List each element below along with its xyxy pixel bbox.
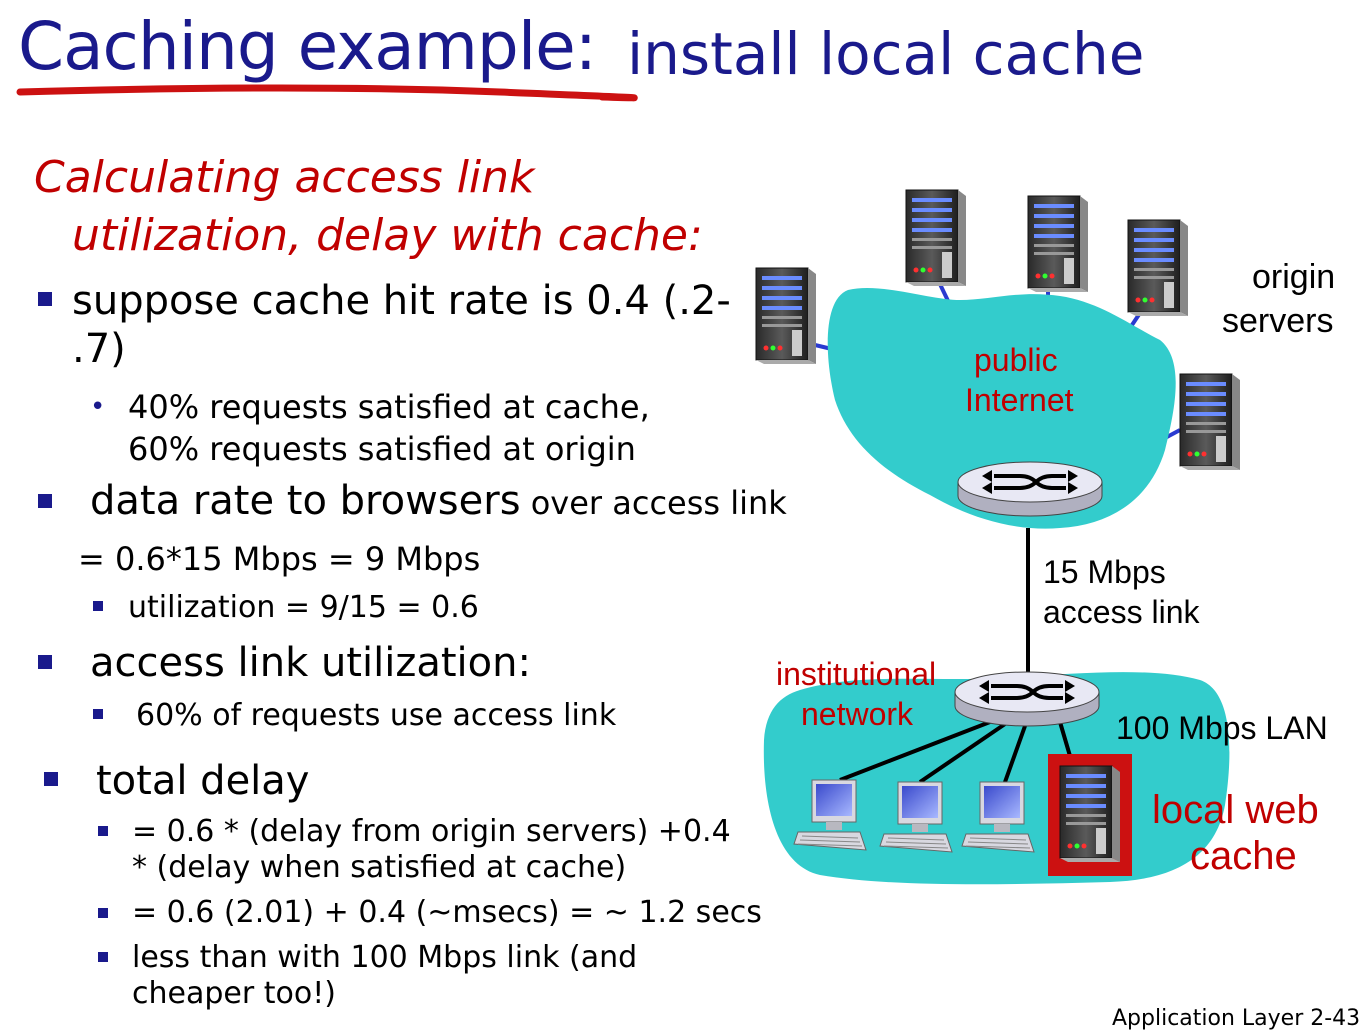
origin-label-line1: origin xyxy=(1252,258,1336,296)
public-internet-cloud xyxy=(827,287,1176,529)
bullet-total-delay: total delay xyxy=(96,758,310,804)
bullet-dot: • xyxy=(90,392,106,422)
internet-router-icon xyxy=(956,460,1104,518)
bullet-square xyxy=(98,952,108,962)
bullet-square xyxy=(93,601,103,611)
bullet-square xyxy=(38,292,52,306)
sub-bullet-cache-line1: 40% requests satisfied at cache, xyxy=(128,388,650,426)
sub-bullet-delay-value: = 0.6 (2.01) + 0.4 (~msecs) = ~ 1.2 secs xyxy=(132,895,762,930)
cache-server-icon xyxy=(1059,765,1121,863)
bullet-square xyxy=(44,772,58,786)
section-heading-line1: Calculating access link xyxy=(34,152,535,203)
origin-server-icon xyxy=(755,267,817,365)
origin-label-line2: servers xyxy=(1222,302,1334,340)
lan-label: 100 Mbps LAN xyxy=(1116,710,1328,746)
access-link-label-line2: access link xyxy=(1043,594,1200,630)
sub-bullet-delay-formula-line2: * (delay when satisfied at cache) xyxy=(132,850,627,885)
sub-bullet-access-link: 60% of requests use access link xyxy=(136,698,617,733)
bullet-square xyxy=(38,655,52,669)
lan-links xyxy=(839,720,1072,784)
bullet-access-link-utilization: access link utilization: xyxy=(90,640,531,686)
sub-bullet-comparison-line2: cheaper too!) xyxy=(132,976,336,1011)
origin-server-icon xyxy=(1027,195,1089,293)
data-rate-equation: = 0.6*15 Mbps = 9 Mbps xyxy=(78,540,481,578)
title-underline xyxy=(16,84,638,102)
local-cache-label-line2: cache xyxy=(1190,834,1297,878)
institutional-label-line2: network xyxy=(801,696,914,732)
footer-slide-label: Application Layer 2-43 xyxy=(1112,1006,1361,1031)
public-internet-label-line1: public xyxy=(974,342,1058,378)
bullet-square xyxy=(38,494,52,508)
sub-bullet-delay-formula-line1: = 0.6 * (delay from origin servers) +0.4 xyxy=(132,814,731,849)
local-cache-label-line1: local web xyxy=(1152,788,1319,832)
origin-server-icon xyxy=(905,189,967,287)
slide-subtitle: install local cache xyxy=(627,20,1145,88)
access-link-label-line1: 15 Mbps xyxy=(1043,554,1166,590)
bullet-square xyxy=(93,709,103,719)
sub-bullet-cache-line2: 60% requests satisfied at origin xyxy=(128,430,636,468)
sub-bullet-comparison-line1: less than with 100 Mbps link (and xyxy=(132,940,638,975)
section-heading-line2: utilization, delay with cache: xyxy=(72,210,703,261)
public-internet-label-line2: Internet xyxy=(965,382,1074,418)
sub-bullet-utilization: utilization = 9/15 = 0.6 xyxy=(128,590,479,625)
bullet-hit-rate-line1: suppose cache hit rate is 0.4 (.2- xyxy=(72,278,731,324)
bullet-hit-rate-line2: .7) xyxy=(72,326,126,372)
bullet-square xyxy=(98,908,108,918)
slide-title: Caching example: xyxy=(18,8,597,85)
institutional-label-line1: institutional xyxy=(776,656,937,692)
origin-server-icon xyxy=(1127,219,1189,317)
lan-router-icon xyxy=(953,670,1101,728)
bullet-square xyxy=(98,826,108,836)
bullet-data-rate: data rate to browsers over access link xyxy=(90,478,787,524)
origin-server-icon xyxy=(1179,373,1241,471)
